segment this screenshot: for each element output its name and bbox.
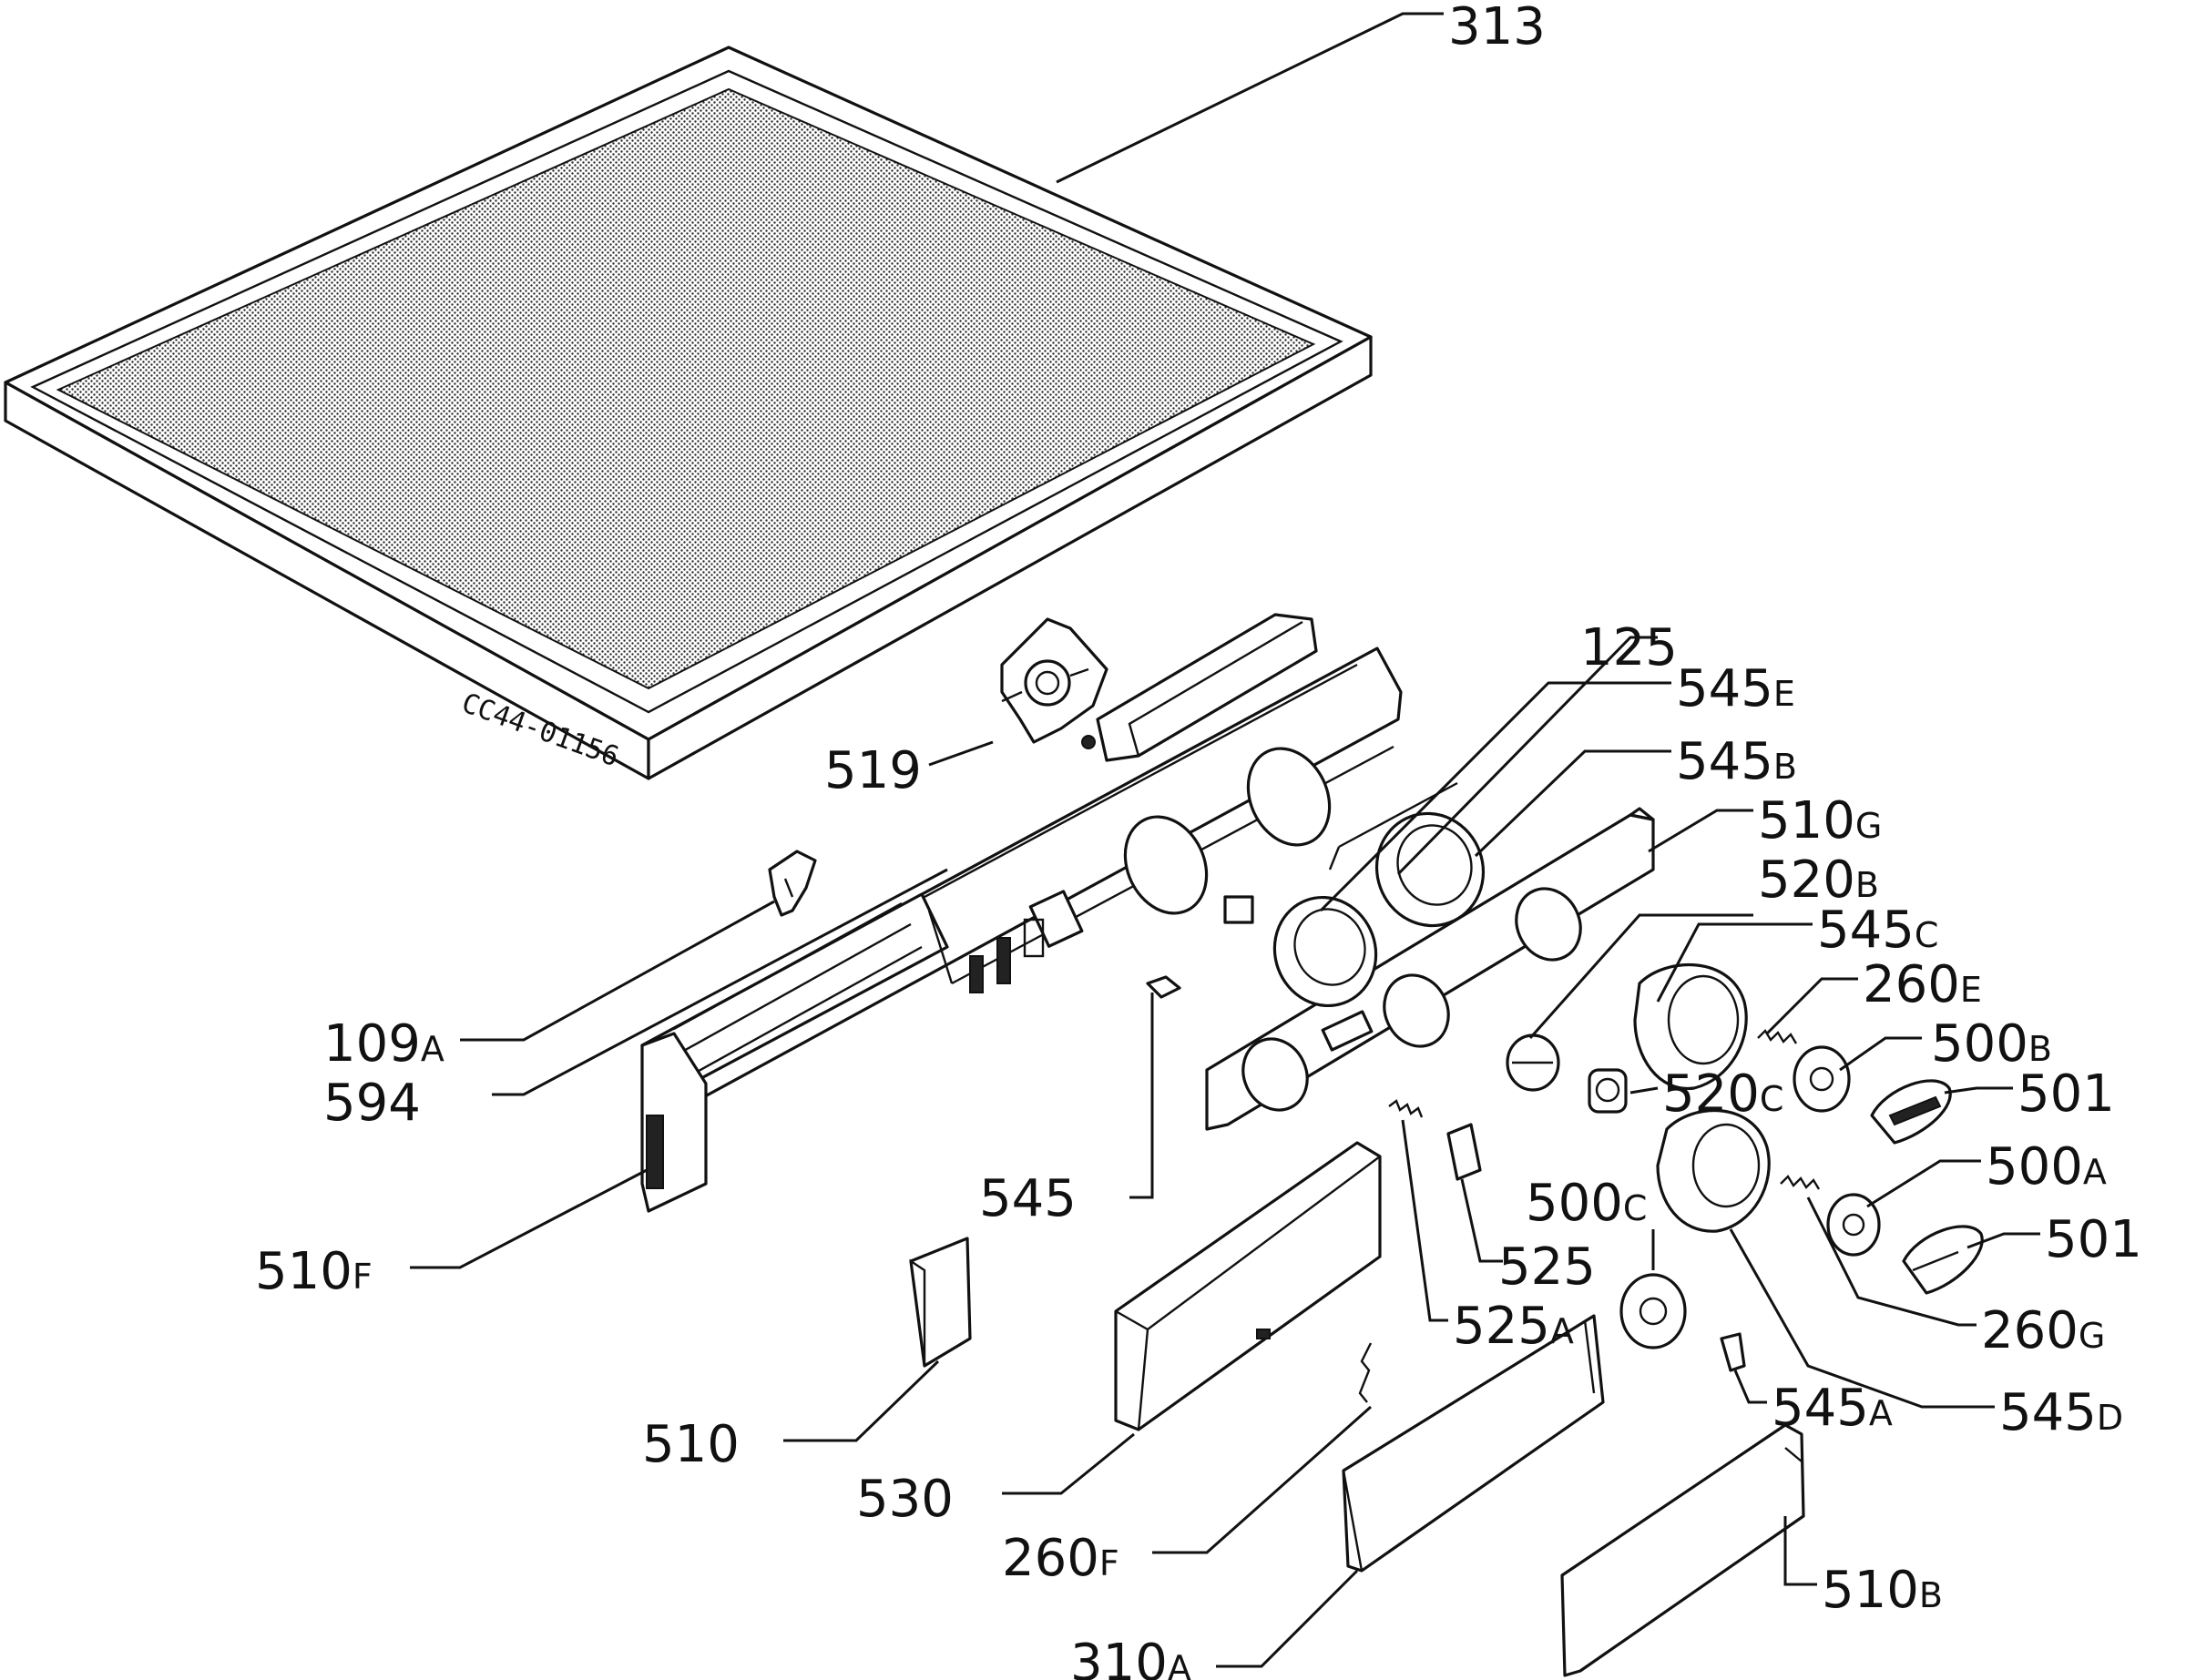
insert-500B xyxy=(1793,1045,1851,1113)
callout-500A: 500A xyxy=(1986,1137,2107,1196)
cover-310A xyxy=(1342,1314,1605,1573)
leader-lines xyxy=(410,12,2040,1668)
callout-510F: 510F xyxy=(255,1242,373,1301)
escutcheon-510G xyxy=(1205,781,1655,1131)
clip-109A xyxy=(768,850,817,917)
switch-plate-519 xyxy=(1000,617,1108,744)
callout-545C: 545C xyxy=(1817,901,1938,960)
callout-260E: 260E xyxy=(1863,955,1982,1014)
callout-530: 530 xyxy=(856,1470,954,1529)
callout-501a: 501 xyxy=(2017,1064,2115,1124)
grease-filter-313 xyxy=(4,46,1373,780)
callout-520B: 520B xyxy=(1758,850,1879,910)
insert-500A xyxy=(1826,1193,1881,1257)
callout-545E: 545E xyxy=(1676,659,1795,718)
callout-545A: 545A xyxy=(1772,1379,1893,1438)
block-525 xyxy=(1446,1123,1482,1181)
spring-525A xyxy=(1388,1099,1424,1118)
knob-cap-501b xyxy=(1902,1225,1984,1295)
callout-260G: 260G xyxy=(1981,1301,2105,1360)
callout-520C: 520C xyxy=(1662,1064,1783,1124)
callout-545B: 545B xyxy=(1676,732,1797,791)
plate-510B xyxy=(1560,1423,1805,1677)
callout-594: 594 xyxy=(323,1074,421,1133)
callout-510B: 510B xyxy=(1822,1561,1943,1620)
side-strip-510 xyxy=(909,1237,972,1368)
knob-ring-545B xyxy=(1374,811,1486,928)
callout-310A: 310A xyxy=(1070,1634,1191,1680)
callout-labels: 313 125 545E 519 545B 510G 520B 545C 260… xyxy=(255,0,2142,1680)
spring-260F xyxy=(1358,1342,1373,1403)
callout-525: 525 xyxy=(1498,1237,1596,1297)
callout-109A: 109A xyxy=(323,1014,444,1074)
handle-530 xyxy=(1114,1141,1382,1431)
callout-510G: 510G xyxy=(1758,791,1882,850)
upper-bar xyxy=(1081,613,1318,762)
callout-260F: 260F xyxy=(1002,1529,1119,1588)
knob-520B xyxy=(1633,962,1748,1090)
spring-260G xyxy=(1780,1175,1821,1190)
control-panel-510F xyxy=(640,647,1403,1213)
knob-ring-545E xyxy=(1223,895,1378,1008)
callout-125: 125 xyxy=(1580,618,1678,677)
callout-519: 519 xyxy=(824,741,922,800)
callout-313: 313 xyxy=(1448,0,1546,56)
knob-cap-501a xyxy=(1870,1079,1952,1145)
knob-520C xyxy=(1588,1068,1628,1114)
callout-500C: 500C xyxy=(1526,1174,1647,1233)
callout-545D: 545D xyxy=(1999,1383,2123,1442)
clip-545 xyxy=(1146,975,1181,999)
cap-545C xyxy=(1506,1033,1560,1092)
callout-545: 545 xyxy=(979,1169,1077,1228)
callout-501b: 501 xyxy=(2045,1210,2142,1269)
insert-500C xyxy=(1619,1273,1687,1349)
callout-500B: 500B xyxy=(1931,1014,2052,1074)
callout-510: 510 xyxy=(642,1415,740,1474)
callout-525A: 525A xyxy=(1453,1297,1574,1356)
spring-260E xyxy=(1757,1029,1798,1044)
knob-545D xyxy=(1656,1108,1771,1233)
clip-545A xyxy=(1720,1332,1746,1372)
